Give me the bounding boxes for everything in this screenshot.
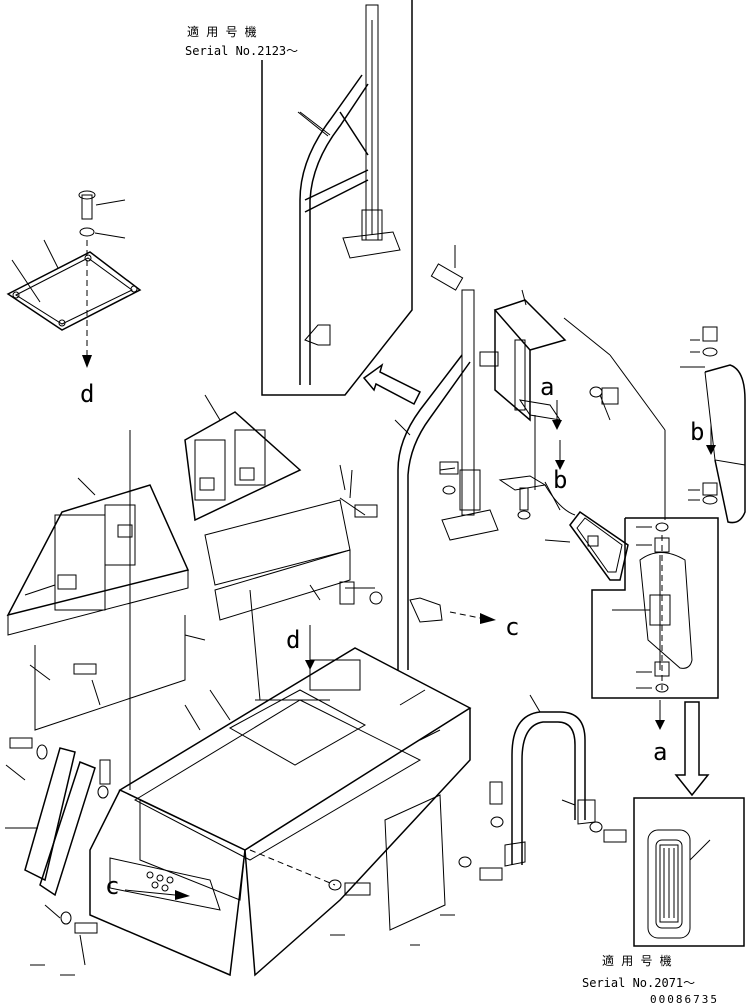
label-c-right: c bbox=[505, 613, 519, 641]
right-grab-handle bbox=[504, 694, 627, 867]
bottom-center-panel bbox=[328, 781, 504, 946]
mirror-bracket: a b bbox=[430, 245, 666, 520]
main-handrail bbox=[339, 289, 499, 670]
detail-box-mirror-mount bbox=[591, 517, 719, 699]
main-frame-body bbox=[89, 430, 472, 977]
label-a-upper: a bbox=[540, 373, 554, 401]
label-d-center: d bbox=[286, 626, 300, 654]
view-c-front: c bbox=[105, 872, 190, 900]
top-left-cover-plate: d bbox=[6, 190, 142, 408]
bottom-note-serial: Serial No.2071～ bbox=[582, 976, 695, 990]
top-note-jp: 適 用 号 機 bbox=[187, 24, 257, 39]
label-d-left: d bbox=[80, 380, 94, 408]
inset-arrow bbox=[362, 363, 422, 406]
leader-lines bbox=[249, 111, 611, 741]
label-a-lower: a bbox=[653, 738, 667, 766]
top-note-serial: Serial No.2123～ bbox=[185, 44, 298, 58]
view-c-right: c bbox=[449, 611, 519, 641]
mirror-assembly bbox=[544, 510, 629, 581]
label-b-side: b bbox=[690, 418, 704, 446]
label-c-front: c bbox=[105, 872, 119, 900]
left-step-bracket bbox=[5, 737, 111, 976]
left-side-panel bbox=[6, 477, 206, 731]
big-down-arrow bbox=[674, 701, 710, 797]
inset-handrail-box: 適 用 号 機 Serial No.2123～ bbox=[185, 0, 413, 396]
detail-box-lower-mirror: 適 用 号 機 Serial No.2071～ bbox=[582, 797, 745, 990]
view-a-lower: a bbox=[653, 700, 667, 766]
label-b-upper: b bbox=[553, 466, 567, 494]
drawing-number: 00086735 bbox=[650, 993, 719, 1006]
bottom-note-jp: 適 用 号 機 bbox=[602, 953, 672, 968]
view-d-center: d bbox=[286, 625, 315, 670]
right-side-guard: b bbox=[680, 326, 746, 524]
center-upper-panel bbox=[184, 394, 378, 621]
